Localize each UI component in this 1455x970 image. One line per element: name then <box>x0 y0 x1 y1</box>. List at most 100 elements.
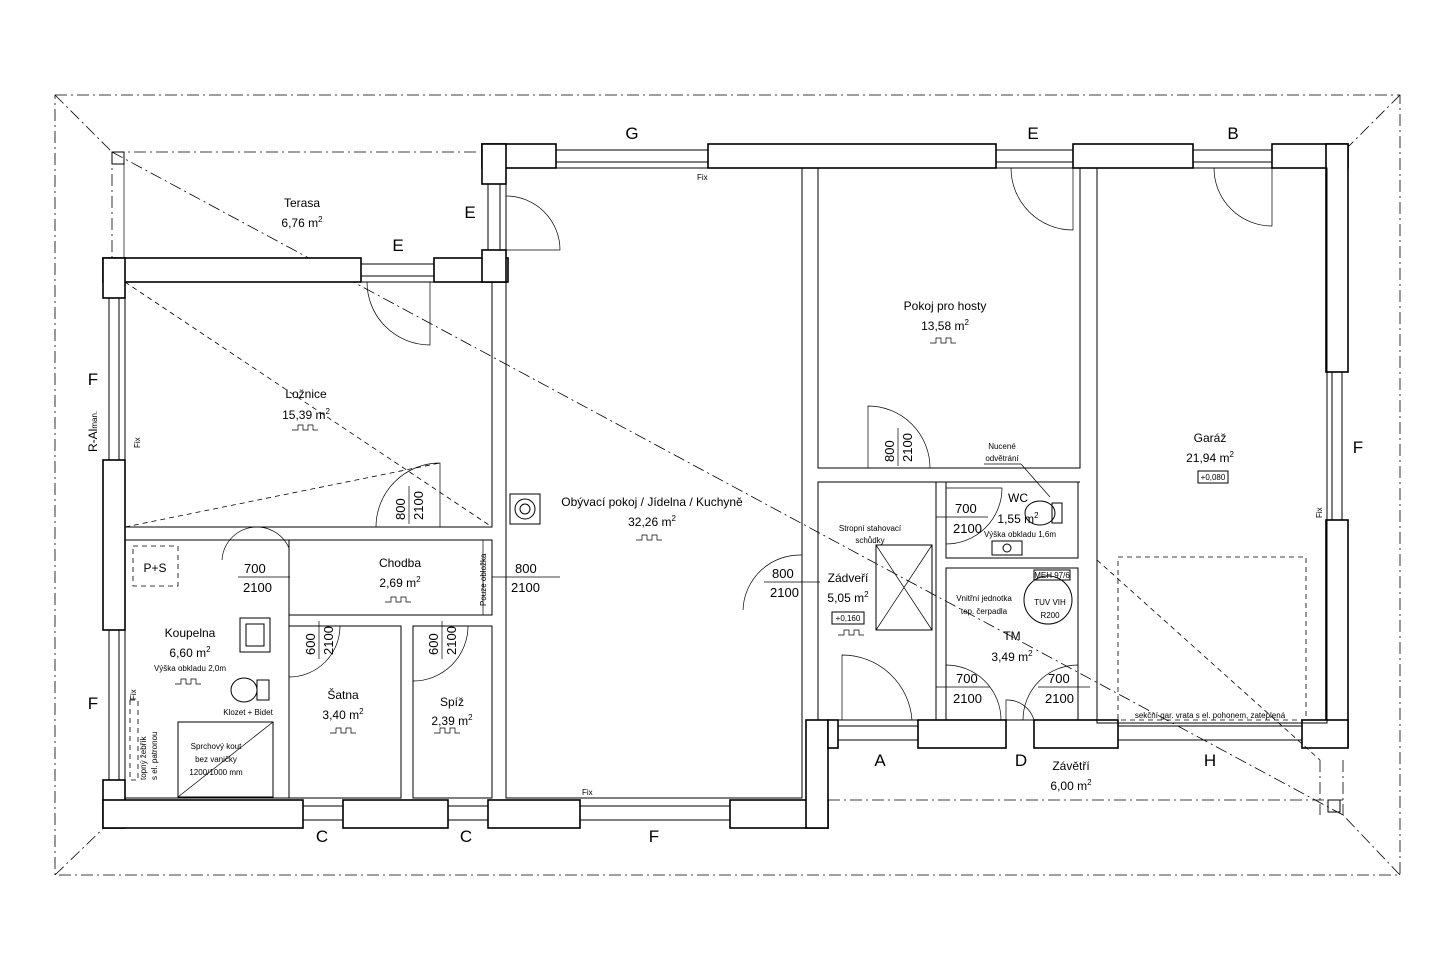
svg-text:2100: 2100 <box>953 691 982 706</box>
note-vnitrni: Vnitřní jednotka <box>956 594 1012 603</box>
room-pokoj: Pokoj pro hosty 13,58 m2 <box>904 299 987 333</box>
room-name: WC <box>1008 491 1028 505</box>
svg-text:2100: 2100 <box>511 580 540 595</box>
svg-text:800: 800 <box>772 566 794 581</box>
note-meh: MEH 97/6 <box>1034 571 1070 580</box>
room-area: 5,05 m2 <box>827 590 869 605</box>
room-name: Pokoj pro hosty <box>904 299 987 313</box>
note-vnitrni: tep. čerpadla <box>961 607 1008 616</box>
room-area: 6,76 m2 <box>281 215 323 230</box>
svg-text:2100: 2100 <box>1045 691 1074 706</box>
note-nucene: odvětrání <box>985 454 1019 463</box>
room-name: Terasa <box>284 196 320 210</box>
svg-text:700: 700 <box>955 501 977 516</box>
room-name: Ložnice <box>285 387 327 401</box>
grid-label-g: G <box>625 124 638 143</box>
room-tm: TM 3,49 m2 <box>991 629 1033 664</box>
door-dim-tm-left: 700 2100 <box>936 671 990 706</box>
room-area: 15,39 m2 <box>282 407 330 422</box>
svg-text:Fix: Fix <box>133 437 142 448</box>
svg-text:800: 800 <box>515 561 537 576</box>
room-name: Spíž <box>440 695 464 709</box>
room-spiz: Spíž 2,39 m2 <box>431 695 473 728</box>
door-dim-satna: 600 2100 <box>303 621 336 659</box>
walls <box>102 143 1349 829</box>
room-area: 2,69 m2 <box>379 575 421 590</box>
door-dim-spiz: 600 2100 <box>426 621 459 659</box>
grid-label-f-left-upper: F <box>88 370 98 389</box>
room-level: +0,080 <box>1201 473 1226 482</box>
door-dimensions: 800 2100 800 2100 600 2100 600 2100 700 … <box>238 428 1090 706</box>
note-fix-right: Fix <box>1315 507 1324 518</box>
svg-text:800: 800 <box>882 440 897 462</box>
svg-text:2100: 2100 <box>953 521 982 536</box>
grid-label-e-top: E <box>1027 124 1038 143</box>
room-level: +0,160 <box>836 614 861 623</box>
note-sprch: Sprchový kout <box>191 742 242 751</box>
room-name: Šatna <box>327 687 359 702</box>
door-dim-zadveri: 800 2100 <box>764 566 820 600</box>
door-dim-obyvaci: 800 2100 <box>492 561 560 595</box>
room-area: 1,55 m2 <box>997 511 1039 526</box>
room-name: Chodba <box>379 556 421 570</box>
note-nucene: Nucené <box>988 442 1016 451</box>
room-loznice: Ložnice 15,39 m2 <box>282 387 330 422</box>
svg-text:700: 700 <box>244 561 266 576</box>
door-dim-wc: 700 2100 <box>936 501 988 536</box>
note-fix-bottom: Fix <box>582 788 593 797</box>
svg-text:2100: 2100 <box>243 580 272 595</box>
svg-text:2100: 2100 <box>900 433 915 462</box>
svg-text:2100: 2100 <box>411 491 426 520</box>
grid-label-a: A <box>874 751 886 770</box>
note-stropni: Stropní stahovací <box>839 524 902 533</box>
room-wc: WC 1,55 m2 Výška obkladu 1,6m <box>984 491 1056 539</box>
room-name: Závětří <box>1052 759 1090 773</box>
note-stropni: schůdky <box>855 536 884 545</box>
note-klozet: Klozet + Bidet <box>223 708 273 717</box>
diagonal-lines <box>124 281 1321 761</box>
grid-label-d: D <box>1015 751 1027 770</box>
room-area: 21,94 m2 <box>1186 450 1234 465</box>
door-swings <box>221 167 1273 721</box>
door-dim-pokoj: 800 2100 <box>882 428 915 466</box>
svg-text:2100: 2100 <box>444 626 459 655</box>
room-tiling: Výška obkladu 2,0m <box>154 664 226 673</box>
note-fix-left-lower: Fix <box>129 689 138 700</box>
floor-heating-icons <box>175 337 956 734</box>
svg-text:Pouze obložka: Pouze obložka <box>479 553 488 606</box>
grid-label-c-spiz: C <box>460 827 472 846</box>
room-satna: Šatna 3,40 m2 <box>322 687 364 722</box>
note-pouze: Pouze obložka <box>479 553 488 606</box>
note-vrata: sekční gar. vrata s el. pohonem, zateple… <box>1135 711 1286 720</box>
room-name: Garáž <box>1194 431 1227 445</box>
room-tiling: Výška obkladu 1,6m <box>984 530 1056 539</box>
room-koupelna: Koupelna 6,60 m2 Výška obkladu 2,0m <box>154 626 226 673</box>
windows <box>108 149 1343 821</box>
room-name: Koupelna <box>165 626 216 640</box>
svg-text:800: 800 <box>393 498 408 520</box>
note-fix-left: Fix <box>133 437 142 448</box>
svg-text:600: 600 <box>303 633 318 655</box>
room-area: 6,00 m2 <box>1050 778 1092 793</box>
note-zebrik: topný žebřík s el. patronou <box>139 732 159 780</box>
note-ramp: R-Alman. <box>86 411 100 452</box>
room-area: 2,39 m2 <box>431 713 473 728</box>
grid-label-h: H <box>1204 751 1216 770</box>
note-sprch: 1200/1000 mm <box>189 768 243 777</box>
grid-labels: G E B E E F F F F C C A D H <box>88 124 1363 846</box>
svg-text:topný žebřík: topný žebřík <box>139 735 148 780</box>
note-fix-top: Fix <box>697 173 708 182</box>
note-ps: P+S <box>143 561 166 575</box>
door-dim-koupelna: 700 2100 <box>238 561 290 595</box>
fixtures <box>129 470 1307 798</box>
svg-text:2100: 2100 <box>321 626 336 655</box>
svg-text:R-Alman.: R-Alman. <box>86 411 100 452</box>
grid-label-f-left-lower: F <box>88 694 98 713</box>
svg-text:2100: 2100 <box>770 585 799 600</box>
svg-text:700: 700 <box>956 671 978 686</box>
roof-outline <box>54 94 1401 876</box>
room-name: Obývací pokoj / Jídelna / Kuchyně <box>561 495 743 509</box>
grid-label-b: B <box>1227 124 1238 143</box>
interior-walls <box>124 167 1328 799</box>
